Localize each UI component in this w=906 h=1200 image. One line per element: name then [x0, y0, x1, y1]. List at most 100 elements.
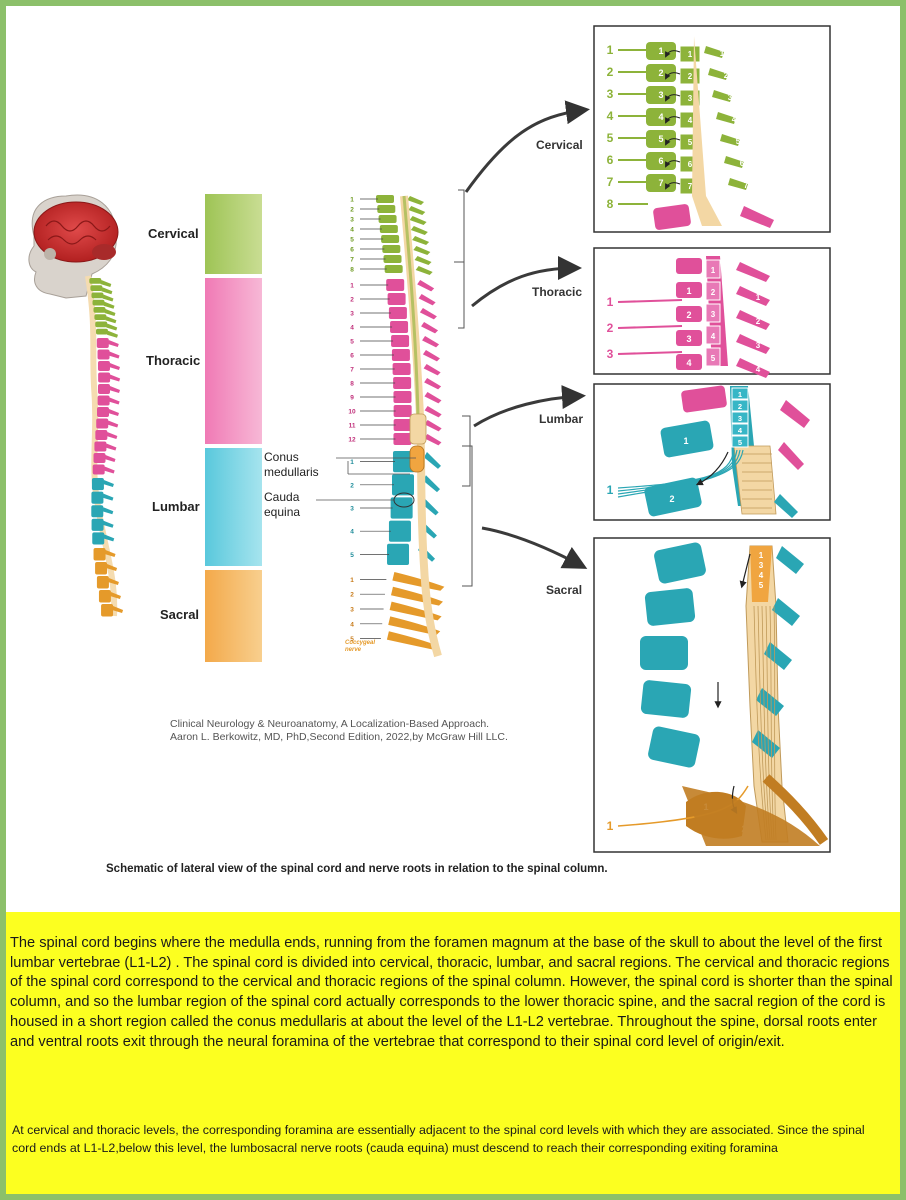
left-vertebra	[89, 278, 102, 284]
left-vertebra	[93, 453, 106, 463]
left-vertebra	[97, 407, 110, 417]
column-level-number: 1	[350, 283, 354, 290]
column-spinous-process	[424, 378, 442, 390]
left-vertebra	[96, 418, 109, 429]
column-spinous-process	[408, 206, 426, 215]
column-level-number: 3	[350, 607, 354, 614]
cervical-vertebra-number: 7	[658, 178, 663, 188]
column-vertebra	[391, 474, 414, 496]
thoracic-vertebra-number: 2	[686, 310, 691, 320]
cervical-process-number: 3	[728, 93, 733, 102]
root-arrow	[665, 160, 681, 168]
column-vertebra	[390, 497, 413, 519]
column-spinous-process	[424, 420, 442, 432]
left-spinous-process	[106, 564, 118, 571]
column-level-number: 8	[350, 267, 354, 274]
thoracic-cord-number: 1	[711, 266, 716, 275]
sacral-cord-number: 5	[759, 581, 764, 590]
thoracic-cord-number: 2	[711, 288, 716, 297]
root-arrow	[665, 138, 681, 146]
cervical-spinous-process	[724, 156, 744, 168]
citation: Clinical Neurology & Neuroanatomy, A Loc…	[170, 718, 508, 744]
cervical-spinous-process	[712, 90, 732, 102]
left-vertebra	[91, 518, 104, 531]
cervical-root-number: 7	[607, 175, 614, 189]
column-level-number: 1	[350, 577, 354, 584]
column-level-number: 4	[350, 325, 354, 332]
left-vertebra	[96, 338, 109, 348]
cervical-process-number: 4	[732, 115, 737, 124]
cervical-root-number: 2	[607, 65, 614, 79]
cervical-spinous-process	[716, 112, 736, 124]
column-spinous-process	[422, 336, 440, 348]
sacral-root-number: 1	[607, 819, 614, 833]
sacral-pillar	[205, 570, 262, 662]
detail-label-cervical: Cervical	[536, 138, 583, 152]
left-vertebra	[93, 307, 106, 313]
cervical-cord-number: 1	[688, 50, 693, 59]
lumbar-cord-number: 3	[738, 414, 742, 423]
left-spinous-process	[102, 493, 114, 501]
column-spinous-process	[407, 196, 424, 205]
root-arrow	[665, 72, 681, 80]
left-spinous-process	[108, 363, 120, 370]
thoracic-cord-number: 4	[711, 332, 716, 341]
column-level-number: 1	[350, 459, 354, 466]
thoracic-vertebra-body	[676, 282, 702, 298]
thoracic-cord-number: 5	[711, 354, 716, 363]
column-level-number: 7	[350, 257, 354, 264]
cervical-root-number: 5	[607, 131, 614, 145]
column-level-number: 1	[350, 197, 354, 204]
cervical-process-number: 2	[724, 71, 729, 80]
cauda-equina-label: Cauda equina	[264, 490, 300, 520]
conus-line1: Conus	[264, 450, 299, 464]
column-spinous-process	[424, 392, 442, 404]
cervical-pillar	[205, 194, 262, 274]
left-spinous-process	[100, 280, 112, 287]
column-vertebra	[387, 293, 406, 305]
paragraph-secondary: At cervical and thoracic levels, the cor…	[12, 1123, 865, 1155]
cervical-spinous-process	[728, 178, 748, 190]
cervical-process-number: 6	[740, 159, 745, 168]
sacral-cord-number: 3	[759, 561, 764, 570]
left-spinous-process	[106, 432, 118, 439]
column-vertebra	[379, 225, 398, 233]
column-level-number: 5	[350, 237, 354, 244]
column-vertebra	[393, 419, 412, 431]
column-vertebra	[386, 279, 405, 291]
left-spinous-process	[107, 420, 119, 428]
left-vertebra	[90, 285, 103, 291]
cervical-root-number: 4	[607, 109, 614, 123]
cervical-root-number: 3	[607, 87, 614, 101]
left-vertebra	[97, 349, 110, 360]
thoracic-root-line	[617, 351, 683, 355]
thoracic-process-number: 3	[756, 341, 761, 350]
citation-line2: Aaron L. Berkowitz, MD, PhD,Second Editi…	[170, 731, 508, 743]
root-arrow	[695, 451, 729, 486]
descending-arrow	[739, 553, 751, 589]
left-vertebra	[101, 604, 114, 617]
thoracic-cord-segment	[705, 303, 721, 323]
lumbar-root-fiber	[617, 449, 735, 489]
column-vertebra	[378, 215, 397, 223]
column-vertebra	[393, 377, 412, 389]
page-frame: Cervical Thoracic Lumbar Sacral Conus me…	[6, 6, 900, 1194]
column-level-number: 4	[350, 529, 354, 536]
left-vertebra	[91, 505, 104, 518]
column-level-number: 6	[350, 247, 354, 254]
column-level-number: 2	[350, 482, 354, 489]
sacral-detail: 1345121	[607, 542, 829, 846]
column-vertebra	[391, 335, 410, 347]
sacral-cord-number: 1	[759, 551, 764, 560]
citation-line1: Clinical Neurology & Neuroanatomy, A Loc…	[170, 718, 490, 730]
left-spinous-process	[109, 592, 121, 599]
thoracic-vertebra-body	[676, 306, 702, 322]
cauda-fiber	[765, 605, 773, 841]
left-vertebra	[94, 314, 107, 320]
thoracic-spinous-process	[736, 262, 770, 282]
cervical-cord-number: 4	[688, 116, 693, 125]
sacral-panel-vertebra	[648, 726, 700, 768]
left-spinous-process	[106, 323, 118, 331]
lumbar-root-number: 1	[607, 483, 614, 497]
